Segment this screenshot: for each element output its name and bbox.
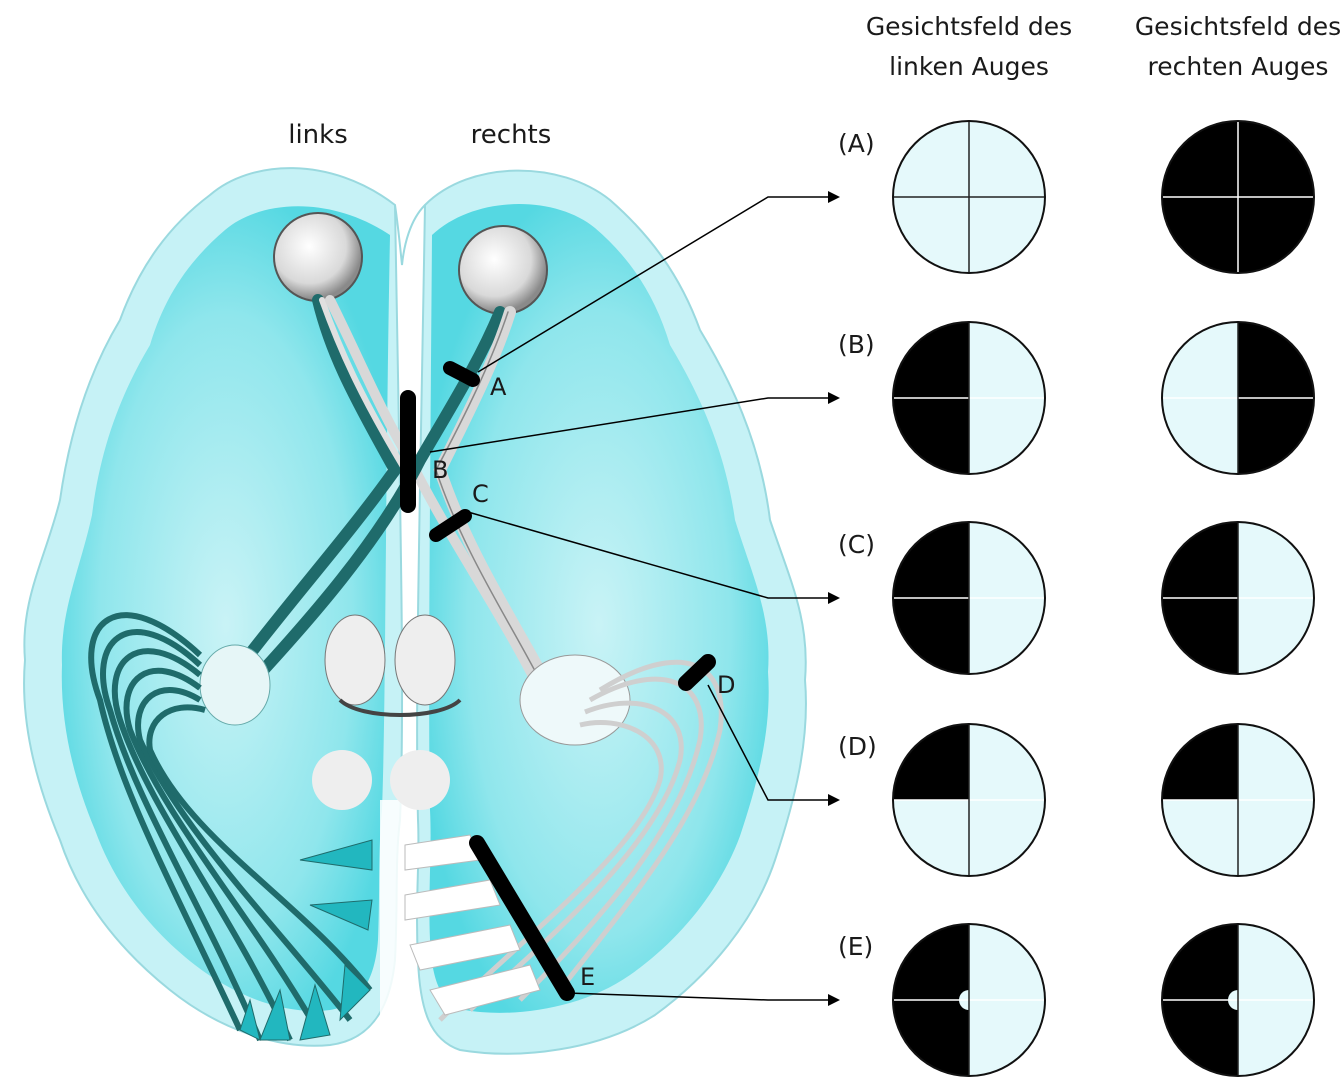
field-quadrant-upper-right [1238, 724, 1314, 800]
field-quadrant-upper-left [893, 522, 969, 598]
frontal-notch [395, 205, 425, 265]
field-quadrant-upper-right [969, 322, 1045, 398]
field-quadrant-lower-right [1238, 800, 1314, 876]
left-eye-field [893, 924, 1045, 1076]
field-quadrant-lower-left [893, 1000, 969, 1076]
occipital-notch [380, 800, 415, 1040]
left-eye-field [893, 121, 1045, 273]
lesion-label-e: E [580, 963, 595, 991]
right-eye-field [1162, 522, 1314, 674]
field-quadrant-upper-right [969, 724, 1045, 800]
field-row: (E) [838, 924, 1314, 1076]
row-label: (A) [838, 129, 875, 158]
midbrain-left [325, 615, 385, 705]
field-quadrant-lower-right [969, 398, 1045, 474]
lesion-label-d: D [717, 671, 735, 699]
field-quadrant-upper-right [969, 522, 1045, 598]
field-quadrant-lower-right [1238, 197, 1314, 273]
field-quadrant-lower-left [1162, 800, 1238, 876]
field-quadrant-lower-left [1162, 197, 1238, 273]
row-label: (B) [838, 330, 875, 359]
field-quadrant-lower-right [969, 598, 1045, 674]
field-quadrant-upper-right [969, 121, 1045, 197]
field-quadrant-lower-right [969, 197, 1045, 273]
right-eye-field [1162, 322, 1314, 474]
field-quadrant-upper-left [1162, 522, 1238, 598]
field-quadrant-upper-left [1162, 121, 1238, 197]
field-quadrant-lower-left [1162, 598, 1238, 674]
lesion-label-a: A [490, 373, 507, 401]
field-row: (B) [838, 322, 1314, 474]
right-eye-field [1162, 121, 1314, 273]
left-lgn [200, 645, 270, 725]
midbrain-right [395, 615, 455, 705]
field-quadrant-lower-left [893, 598, 969, 674]
field-quadrant-lower-left [893, 398, 969, 474]
row-label: (E) [838, 932, 873, 961]
right-eye-header-line-1: Gesichtsfeld des [1135, 12, 1340, 41]
field-quadrant-lower-left [893, 197, 969, 273]
visual-field-rows: (A) (B) (C) (D) (E) [838, 121, 1314, 1076]
field-quadrant-lower-right [969, 800, 1045, 876]
field-quadrant-upper-left [893, 322, 969, 398]
field-quadrant-upper-left [1162, 724, 1238, 800]
field-quadrant-upper-right [1238, 121, 1314, 197]
side-label-left: links [288, 120, 348, 150]
lesion-label-c: C [472, 480, 489, 508]
row-label: (D) [838, 732, 877, 761]
right-eye-header-line-2: rechten Auges [1148, 52, 1329, 81]
field-quadrant-upper-left [1162, 322, 1238, 398]
left-eye-header-line-2: linken Auges [889, 52, 1049, 81]
field-quadrant-lower-right [1238, 398, 1314, 474]
field-quadrant-lower-right [1238, 1000, 1314, 1076]
field-quadrant-upper-right [1238, 522, 1314, 598]
field-quadrant-lower-right [969, 1000, 1045, 1076]
right-eye-icon [459, 226, 547, 314]
left-eye-field [893, 322, 1045, 474]
left-eye-field [893, 724, 1045, 876]
field-row: (A) [838, 121, 1314, 273]
field-row: (C) [838, 522, 1314, 674]
side-label-right: rechts [471, 120, 552, 150]
field-row: (D) [838, 724, 1314, 876]
right-eye-field [1162, 924, 1314, 1076]
field-quadrant-upper-left [1162, 924, 1238, 1000]
lesion-label-b: B [432, 456, 448, 484]
left-eye-icon [274, 213, 362, 301]
field-quadrant-upper-left [893, 121, 969, 197]
field-quadrant-upper-left [893, 724, 969, 800]
field-quadrant-lower-right [1238, 598, 1314, 674]
right-eye-field [1162, 724, 1314, 876]
field-quadrant-upper-left [893, 924, 969, 1000]
left-eye-field [893, 522, 1045, 674]
field-quadrant-lower-left [1162, 1000, 1238, 1076]
field-quadrant-lower-left [893, 800, 969, 876]
row-label: (C) [838, 530, 875, 559]
right-lgn [520, 655, 630, 745]
field-quadrant-upper-right [969, 924, 1045, 1000]
brain [24, 168, 806, 1054]
field-quadrant-lower-left [1162, 398, 1238, 474]
field-quadrant-upper-right [1238, 924, 1314, 1000]
field-quadrant-upper-right [1238, 322, 1314, 398]
left-eye-header-line-1: Gesichtsfeld des [866, 12, 1072, 41]
